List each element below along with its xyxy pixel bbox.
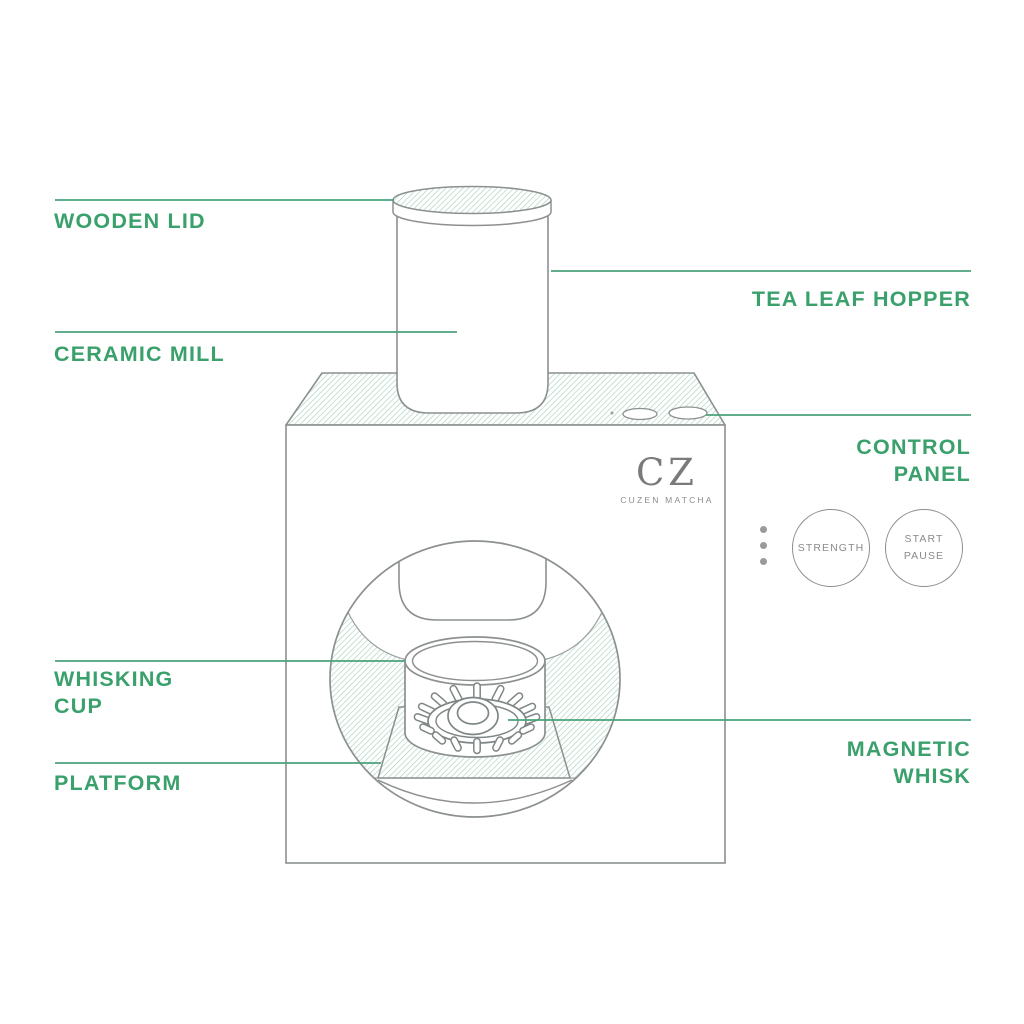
- top-panel-button-oval-right: [668, 406, 708, 420]
- label-control-panel: CONTROL PANEL: [856, 435, 971, 486]
- magnetic-whisk-shape: [413, 682, 541, 755]
- top-panel-indicator-dot: [610, 411, 614, 415]
- start-pause-button: START PAUSE: [885, 509, 963, 587]
- label-tea-leaf-hopper: TEA LEAF HOPPER: [751, 287, 971, 311]
- label-platform: PLATFORM: [54, 771, 182, 795]
- label-whisking-cup: WHISKING CUP: [54, 667, 174, 718]
- tea-leaf-hopper-body: [396, 212, 549, 414]
- strength-button: STRENGTH: [792, 509, 870, 587]
- label-ceramic-mill: CERAMIC MILL: [54, 342, 225, 366]
- strength-dot: [760, 558, 767, 565]
- chamber-circle-outline: [329, 540, 621, 818]
- brand-logo: CZ CUZEN MATCHA: [587, 451, 747, 506]
- label-wooden-lid: WOODEN LID: [54, 209, 206, 233]
- start-pause-button-label-line1: START: [904, 533, 944, 545]
- strength-level-dots: [760, 526, 767, 565]
- brand-monogram: CZ: [635, 451, 699, 494]
- start-pause-button-label-line2: PAUSE: [903, 550, 945, 562]
- strength-button-label: STRENGTH: [797, 541, 865, 554]
- label-magnetic-whisk: MAGNETIC WHISK: [846, 737, 971, 788]
- top-panel-button-oval-left: [622, 407, 658, 421]
- strength-dot: [760, 542, 767, 549]
- brand-name: CUZEN MATCHA: [620, 495, 714, 505]
- mill-spout-cylinder: [398, 541, 547, 621]
- strength-dot: [760, 526, 767, 533]
- wooden-lid-top: [392, 185, 552, 215]
- chamber-floor-arc: [377, 779, 573, 804]
